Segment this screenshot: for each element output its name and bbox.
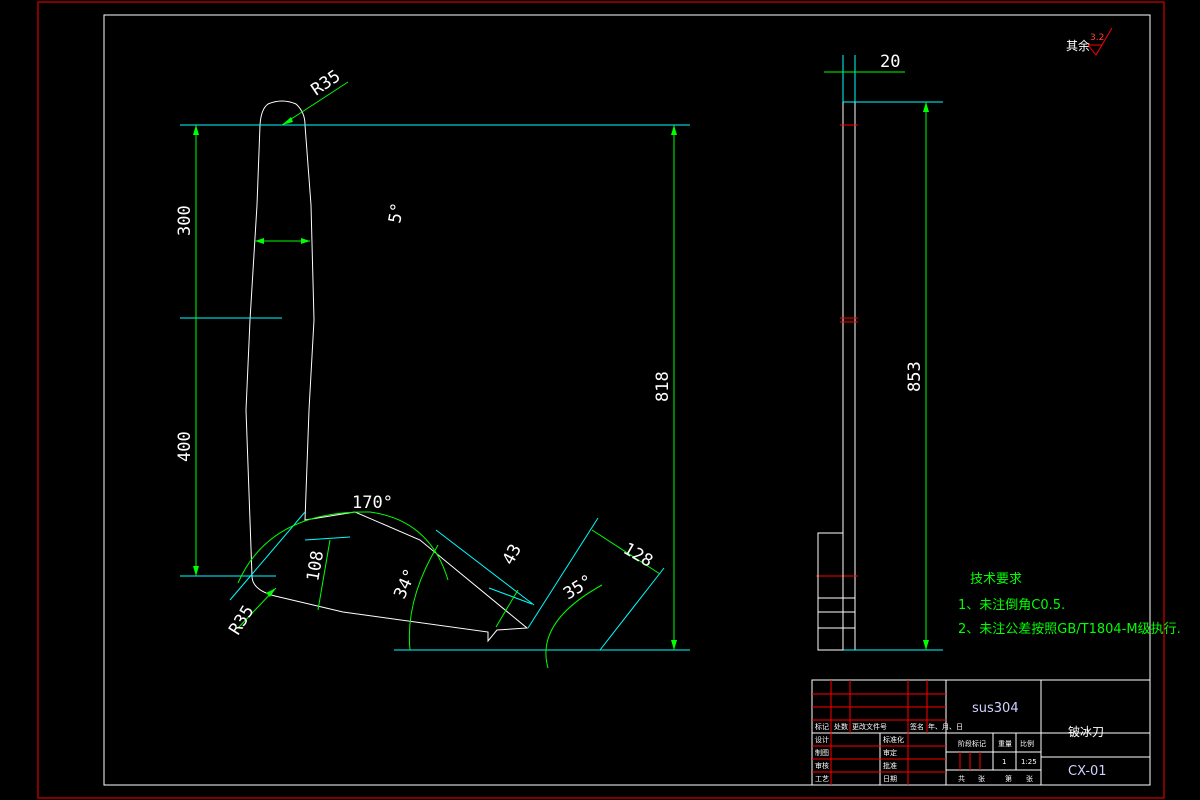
header-label-3: 更改文件号 [852,722,887,731]
side-view [816,55,943,651]
mid-label-4: 日期 [883,775,897,783]
roughness-label: 其余 [1066,38,1090,53]
dim-818: 818 [653,371,673,402]
roughness-symbol-icon [1087,27,1113,56]
header-label-2: 处数 [834,722,848,731]
mid-label-3: 批准 [883,761,897,770]
title-block [811,679,1151,786]
header-label-4: 签名 [910,722,924,731]
tech-req-item-2: 2、未注公差按照GB/T1804-M级执行. [958,622,1181,637]
dim-r35-bottom: R35 [225,602,258,639]
arrow-heads [193,117,677,650]
dim-853: 853 [905,361,925,392]
title-block-grid [812,680,981,785]
material-text: sus304 [972,701,1019,716]
left-label-1: 设计 [815,735,829,744]
dim-108: 108 [303,549,328,583]
dim-angle-34: 34° [390,566,421,602]
dim-angle-35: 35° [560,571,597,604]
sheet-label-4: 张 [1026,774,1033,783]
left-label-3: 审核 [815,761,829,770]
dim-r35-top: R35 [308,66,345,100]
left-label-4: 工艺 [815,775,829,783]
drawing-number-text: CX-01 [1068,764,1107,779]
scale-text: 1:25 [1021,758,1037,766]
header-label-5: 年、月、日 [928,722,963,731]
dimension-lines [195,81,675,669]
mid-label-1: 标准化 [883,735,904,744]
inner-frame [103,14,1151,786]
header-label-1: 标记 [815,722,829,731]
dim-20: 20 [880,52,900,72]
dim-300: 300 [175,205,195,236]
left-label-2: 制图 [815,748,829,757]
sheet-label-1: 共 [958,774,965,783]
dim-128: 128 [620,539,657,572]
sheet-label-2: 张 [978,774,985,783]
roughness-value: 3.2 [1090,33,1104,43]
dim-43: 43 [499,541,526,568]
part-name-text: 铍冰刀 [1068,725,1104,739]
dim-angle-170: 170° [352,493,393,513]
blade-outline [245,100,529,643]
dim-400: 400 [175,431,195,462]
outer-frame [37,1,1165,799]
tech-req-item-1: 1、未注倒角C0.5. [958,598,1065,613]
sheet-label-3: 第 [1005,774,1012,783]
quantity-text: 1 [1002,758,1006,766]
stage-label-1: 阶段标记 [958,739,986,748]
mid-label-2: 审定 [883,748,897,757]
dim-angle-5: 5° [385,201,408,225]
stage-label-2: 重量 [998,740,1012,748]
extension-lines [180,124,690,651]
tech-req-title: 技术要求 [970,572,1022,587]
stage-label-3: 比例 [1020,739,1034,748]
